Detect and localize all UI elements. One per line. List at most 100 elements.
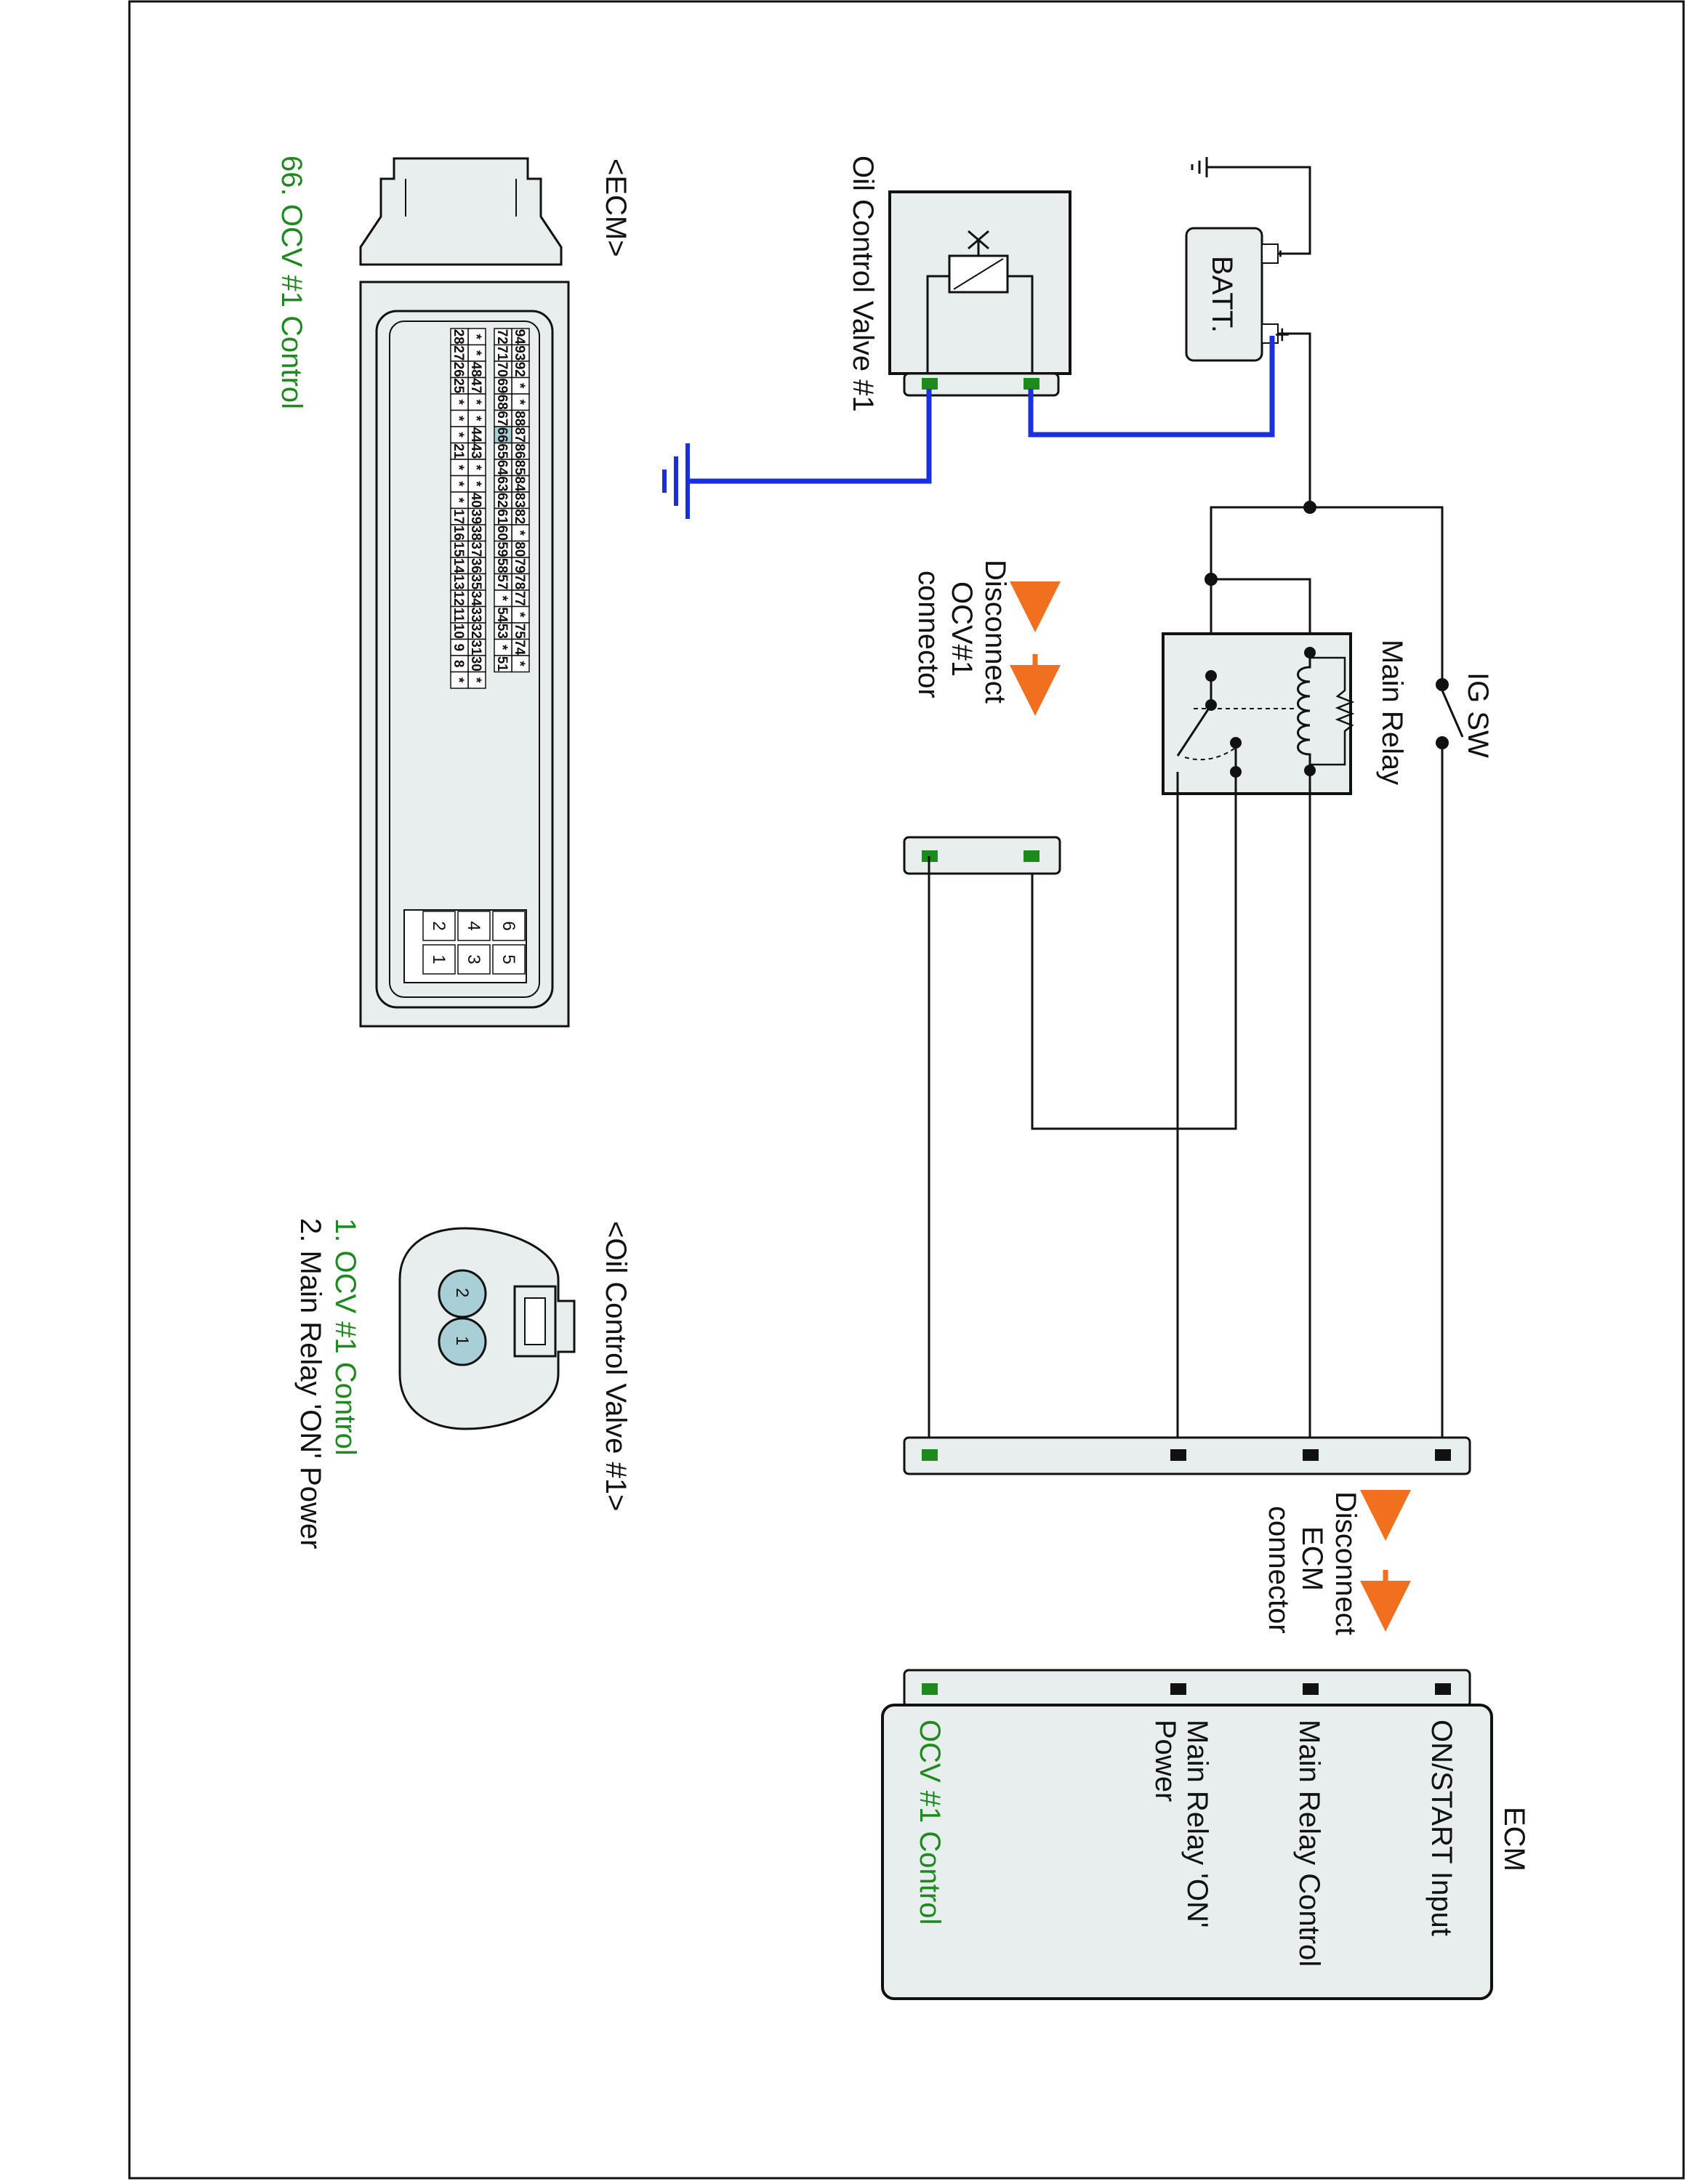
ocv-connector-view: <Oil Control Valve #1> 2 1 bbox=[398, 1221, 632, 1511]
ecm-pin-caption: 66. OCV #1 Control bbox=[276, 156, 307, 409]
ecm-input-ocv-control: OCV #1 Control bbox=[914, 1720, 946, 1925]
ecm-small-pin-label: 2 bbox=[429, 921, 449, 930]
ecm-pin-label: 84 bbox=[512, 476, 527, 492]
ocv-ground-icon bbox=[662, 443, 690, 519]
ecm-pin-label: 12 bbox=[451, 591, 466, 606]
batt-supply-wire bbox=[1278, 332, 1311, 507]
ecm-pin-label: 60 bbox=[494, 525, 510, 541]
ecm-pin-label: 68 bbox=[494, 395, 510, 410]
ecm-pin-label: * bbox=[451, 465, 466, 471]
ecm-pin-label: 53 bbox=[494, 624, 510, 639]
ocv-ground-wire bbox=[688, 389, 932, 484]
ecm-pin-label: * bbox=[512, 400, 527, 406]
ecm-pin-label: 72 bbox=[494, 329, 510, 344]
ecm-pin-label: * bbox=[512, 612, 527, 618]
ecm-pin-label: 14 bbox=[451, 558, 466, 574]
ecm-pin-label: 63 bbox=[494, 476, 510, 491]
ecm-pin-label: * bbox=[468, 400, 483, 406]
disconnect-ecm-line1: Disconnect bbox=[1330, 1491, 1362, 1635]
ecm-pin-label: 85 bbox=[512, 460, 527, 476]
relay-contact-supply-wire bbox=[1210, 506, 1310, 676]
ecm-pin-label: 38 bbox=[468, 525, 483, 541]
ecm-pin-label: 28 bbox=[451, 329, 466, 344]
ecm-pin-label: * bbox=[468, 350, 483, 356]
ecm-input-power: Power bbox=[1149, 1720, 1181, 1802]
battery-plus-label: + bbox=[1268, 327, 1298, 342]
ecm-pin-label: 94 bbox=[512, 329, 527, 345]
oil-control-valve: Oil Control Valve #1 bbox=[847, 156, 1071, 412]
ecm-pin-label: * bbox=[512, 531, 527, 536]
battery: BATT. - + bbox=[1185, 227, 1298, 362]
ocv-pin2-caption: 2. Main Relay 'ON' Power bbox=[294, 1218, 326, 1549]
ecm-pin-label: 39 bbox=[468, 509, 483, 524]
ecm-pin-label: 71 bbox=[494, 345, 510, 361]
ecm-pin-label: 86 bbox=[512, 443, 527, 459]
ecm-pin-label: 43 bbox=[468, 443, 483, 459]
relay-coil-supply-wire bbox=[1211, 578, 1311, 653]
ecm-pin-label: 61 bbox=[494, 509, 510, 525]
ecm-small-pin-cell bbox=[492, 911, 526, 941]
ecm-pin-label: * bbox=[468, 481, 483, 487]
ecm-pin-cell bbox=[450, 671, 469, 689]
ecm-pin-label: 92 bbox=[512, 362, 527, 377]
ecm-pin-label: * bbox=[451, 481, 466, 487]
ecm-pin-label: 31 bbox=[468, 640, 483, 656]
ecm-pin-label: * bbox=[451, 498, 466, 504]
ocv-pin1-caption: 1. OCV #1 Control bbox=[329, 1218, 361, 1456]
ecm-pin-label: * bbox=[451, 400, 466, 406]
ecm-small-pin-label: 4 bbox=[464, 921, 483, 930]
ecm-pin-label: 26 bbox=[451, 362, 466, 377]
ecm-pin-label: 69 bbox=[494, 378, 510, 393]
ecm-pin-label: 33 bbox=[468, 607, 483, 622]
ecm-block: ECM ON/START Input Main Relay Control Ma… bbox=[881, 1669, 1530, 2000]
ecm-pin-label: 87 bbox=[512, 427, 527, 443]
ecm-pin-label: 88 bbox=[512, 411, 527, 426]
ecm-pin-label: 36 bbox=[468, 558, 483, 573]
ecm-pin-cell bbox=[494, 655, 512, 673]
disconnect-ecm-line3: connector bbox=[1263, 1506, 1295, 1634]
ecm-small-pin-label: 3 bbox=[464, 954, 483, 964]
ecm-pin-label: 47 bbox=[468, 378, 483, 393]
ecm-pin-label: 62 bbox=[494, 493, 510, 508]
ecm-pin-label: 54 bbox=[494, 607, 510, 623]
ecm-pin-label: 58 bbox=[494, 558, 510, 573]
ecm-input-main-relay-control: Main Relay Control bbox=[1293, 1720, 1325, 1967]
ecm-pin-label: 75 bbox=[512, 624, 527, 640]
battery-ground-icon bbox=[1191, 157, 1311, 255]
batt-label: BATT. bbox=[1206, 256, 1238, 333]
page-border bbox=[128, 0, 1685, 2180]
ecm-pin-label: 64 bbox=[494, 460, 510, 476]
ecm-pin-label: 40 bbox=[468, 493, 483, 508]
ocv-connector-title: <Oil Control Valve #1> bbox=[600, 1221, 632, 1511]
disconnect-ocv-line2: OCV#1 bbox=[946, 581, 978, 677]
main-relay: Main Relay bbox=[1162, 632, 1408, 795]
ecm-small-pin-cell bbox=[422, 944, 456, 975]
ecm-pin-label: 10 bbox=[451, 624, 466, 639]
ecm-small-pin-label: 1 bbox=[429, 954, 449, 964]
ecm-pin-label: 78 bbox=[512, 574, 527, 589]
disconnect-ecm-line2: ECM bbox=[1296, 1526, 1328, 1591]
ecm-pin-label: 48 bbox=[468, 362, 483, 377]
ecm-pin-label: 11 bbox=[451, 608, 466, 623]
ocv-supply-wire-highlight bbox=[1028, 336, 1275, 438]
ecm-pin-label: 37 bbox=[468, 541, 483, 557]
ecm-pin-label: 51 bbox=[494, 656, 510, 672]
ecm-pin-label: 93 bbox=[512, 345, 527, 360]
ocv-pin-number-2: 2 bbox=[452, 1288, 472, 1297]
ecm-pin-label: * bbox=[451, 416, 466, 422]
ecm-pin-grid: 949392**88878685848382*80797877*7574*727… bbox=[403, 328, 530, 983]
ig-sw-label: IG SW bbox=[1462, 672, 1494, 758]
ecm-small-pin-cell bbox=[457, 944, 491, 975]
ecm-pin-label: 70 bbox=[494, 362, 510, 377]
ecm-pin-label: * bbox=[494, 645, 510, 650]
ocv-component-label: Oil Control Valve #1 bbox=[847, 156, 879, 412]
ecm-pin-label: * bbox=[494, 596, 510, 602]
ecm-small-pin-cell bbox=[422, 911, 456, 941]
ecm-pin-label: 57 bbox=[494, 574, 510, 589]
ecm-pin-label: 74 bbox=[512, 640, 527, 656]
ecm-pin-label: 8 bbox=[451, 660, 466, 668]
ecm-pin-label: 77 bbox=[512, 591, 527, 606]
ocv-pin-2 bbox=[438, 1269, 487, 1318]
ecm-pin-label: * bbox=[451, 677, 466, 683]
